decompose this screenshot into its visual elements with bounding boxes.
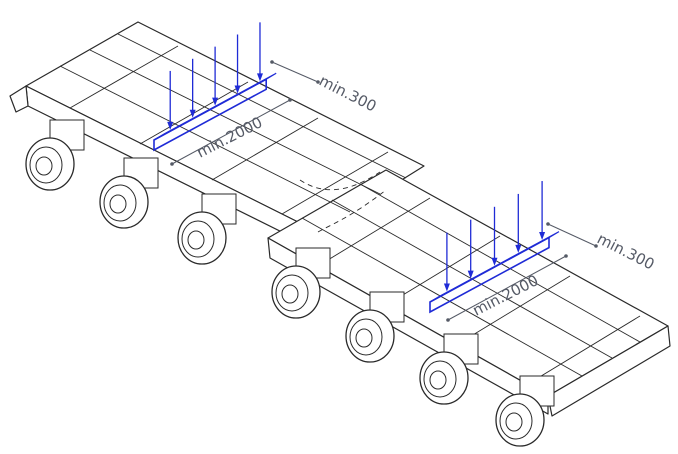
tyre-inner [349,318,383,356]
front-length-dimension [170,98,292,166]
front-cross-3 [211,117,319,181]
wheel-hub [505,412,523,432]
trailer-modules [9,21,671,417]
rear-cross-1 [317,197,431,267]
load-arrow-head [167,121,174,130]
tyre-inner [275,274,309,312]
rear-length-dimension [446,254,568,322]
front-cross-1 [69,45,179,109]
front-girder-left [59,65,351,213]
load-arrow-head [212,97,219,106]
load-arrow [491,206,498,266]
wheel-hub [355,328,373,348]
tyre-outer [271,265,321,319]
wheel-set [25,119,85,191]
front-spacing-dimension [270,60,320,84]
dimension-line [271,61,319,83]
load-arrow [234,34,241,94]
wheel-set [271,247,331,319]
rear-spacing-label: min.300 [594,230,657,274]
wheel-hub [109,194,127,214]
dimension-tick [316,80,320,84]
rear-cross-2 [387,235,501,305]
load-beam-top [153,72,277,141]
load-arrow [467,219,474,279]
load-arrow [256,22,263,82]
wheel-hub [281,284,299,304]
front-girder-right [117,33,407,179]
front-girder-mid [89,49,381,195]
tyre-inner [499,402,533,440]
tyre-outer [495,393,545,447]
load-beam-top [429,231,560,303]
tyre-inner [181,220,215,258]
dimension-tick [270,60,274,64]
rear-spacing-dimension [546,222,598,248]
load-arrow [515,193,522,253]
dimension-tick [546,222,550,226]
wheel-set [99,157,159,229]
front-cross-4 [281,151,389,215]
tyre-outer [25,137,75,191]
tyre-outer [177,211,227,265]
load-arrow-head [539,232,546,241]
load-arrow [189,58,196,118]
load-arrow-head [256,73,263,82]
load-arrow-head [515,244,522,253]
tyre-inner [29,146,63,184]
deck-details [59,33,641,385]
wheel-hub [35,156,53,176]
dimension-lines [170,60,598,322]
load-arrow [443,232,450,292]
load-beam [429,181,560,314]
load-arrow-head [491,257,498,266]
rear-end-face [547,325,671,417]
front-spacing-label: min.300 [316,72,379,116]
load-arrow [167,70,174,130]
load-arrow-head [189,109,196,118]
tyre-outer [419,351,469,405]
module-coupling-lower [317,189,387,233]
wheel-set [345,291,405,363]
tyre-outer [99,175,149,229]
dimension-tick [288,98,292,102]
dimension-tick [446,318,450,322]
rear-girder-left [301,217,583,377]
dimension-tick [170,162,174,166]
dimension-tick [564,254,568,258]
load-arrow [212,46,219,106]
wheel-set [177,193,237,265]
load-arrow [539,181,546,241]
wheel-hub [429,370,447,390]
rear-cross-4 [527,315,641,385]
wheel-sets [25,119,555,447]
load-arrow-head [443,283,450,292]
front-end-face [9,85,29,113]
tyre-inner [103,184,137,222]
dimension-line [171,99,291,165]
module-coupling [299,171,381,191]
load-arrow-head [234,85,241,94]
dimension-line [547,223,597,247]
load-arrow-head [467,270,474,279]
load-points [153,22,560,314]
tyre-outer [345,309,395,363]
dimension-tick [594,244,598,248]
tyre-inner [423,360,457,398]
load-beam [153,22,277,152]
wheel-set [419,333,479,405]
dimension-line [447,255,567,321]
wheel-set [495,375,555,447]
wheel-hub [187,230,205,250]
rear-cross-3 [457,275,571,345]
